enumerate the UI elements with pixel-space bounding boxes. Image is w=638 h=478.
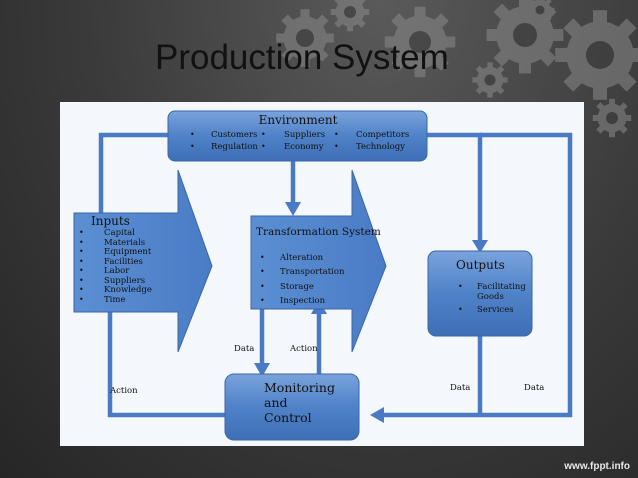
bullet: • xyxy=(79,276,84,285)
bullet: • xyxy=(79,247,84,256)
action-left-line xyxy=(107,292,225,418)
outputs-item: Facilitating xyxy=(477,282,526,292)
flow-label-action: Action xyxy=(109,386,138,396)
flow-label-data: Data xyxy=(234,344,254,354)
connector-lines xyxy=(98,132,573,418)
bullet: • xyxy=(260,267,265,276)
environment-item: Technology xyxy=(356,142,405,152)
transformation-item: Inspection xyxy=(280,296,326,306)
bullet: • xyxy=(79,238,84,247)
flow-label-data: Data xyxy=(450,383,470,393)
slide-title: Production System xyxy=(155,38,449,77)
inputs-title: Inputs xyxy=(91,214,130,228)
environment-item: Regulation xyxy=(211,142,258,152)
inputs-item: Suppliers xyxy=(104,276,145,286)
monitoring-label: Monitoring xyxy=(264,380,335,395)
environment-item: Economy xyxy=(284,142,324,152)
inputs-item: Facilities xyxy=(104,257,143,267)
env-to-inputs-line xyxy=(98,132,168,240)
inputs-item: Labor xyxy=(104,266,130,276)
outputs-box: Outputs • Facilitating Goods • Services xyxy=(427,250,533,337)
transformation-item: Alteration xyxy=(279,253,324,263)
inputs-list: • Capital • Materials • Equipment • Faci… xyxy=(79,228,152,305)
flow-label-action: Action xyxy=(289,344,318,354)
inputs-item: Materials xyxy=(104,238,145,248)
bullet: • xyxy=(260,253,265,262)
environment-title: Environment xyxy=(259,113,338,127)
transformation-item: Transportation xyxy=(280,267,345,277)
bullet: • xyxy=(261,142,266,151)
bullet: • xyxy=(79,257,84,266)
bullet: • xyxy=(260,282,265,291)
inputs-item: Time xyxy=(104,295,125,305)
environment-item: Customers xyxy=(211,130,257,140)
env-to-right-edge-line xyxy=(380,132,573,418)
bullet: • xyxy=(260,296,265,305)
bullet: • xyxy=(79,228,84,237)
footer-url: www.fppt.info xyxy=(564,461,630,472)
arrow-head-outputs xyxy=(472,240,488,253)
inputs-item: Equipment xyxy=(104,247,152,257)
bullet: • xyxy=(334,130,339,139)
environment-box: Environment • Customers • Suppliers • Co… xyxy=(167,110,428,162)
monitoring-label: Control xyxy=(264,410,312,425)
inputs-arrow: Inputs • Capital • Materials • Equipment… xyxy=(73,169,213,353)
bullet: • xyxy=(190,142,195,151)
environment-item: Competitors xyxy=(356,130,409,140)
transformation-title: Transformation System xyxy=(256,226,381,238)
inputs-item: Knowledge xyxy=(104,285,152,295)
outputs-item: Services xyxy=(477,305,514,315)
bullet: • xyxy=(79,295,84,304)
bullet: • xyxy=(261,130,266,139)
arrow-head-transformation xyxy=(285,202,301,216)
arrow-head-monitoring xyxy=(370,407,384,423)
transformation-arrow: Transformation System • Alteration • Tra… xyxy=(250,169,387,353)
outputs-item-continued: Goods xyxy=(477,292,504,302)
bullet: • xyxy=(79,285,84,294)
transformation-list: • Alteration • Transportation • Storage … xyxy=(260,253,345,306)
env-to-outputs-line xyxy=(427,132,483,244)
bullet: • xyxy=(190,130,195,139)
bullet: • xyxy=(458,282,463,291)
transformation-item: Storage xyxy=(280,282,314,292)
bullet: • xyxy=(458,305,463,314)
bullet: • xyxy=(79,266,84,275)
flow-label-data: Data xyxy=(524,383,544,393)
inputs-item: Capital xyxy=(104,228,135,238)
production-system-diagram: Environment • Customers • Suppliers • Co… xyxy=(60,102,584,446)
bullet: • xyxy=(334,142,339,151)
monitoring-control-box: Monitoring and Control xyxy=(224,373,360,441)
monitoring-label: and xyxy=(264,395,288,410)
arrow-head-data-left xyxy=(254,363,270,377)
diagram-canvas: Environment • Customers • Suppliers • Co… xyxy=(73,110,573,441)
environment-item: Suppliers xyxy=(284,130,325,140)
outputs-title: Outputs xyxy=(456,258,505,272)
